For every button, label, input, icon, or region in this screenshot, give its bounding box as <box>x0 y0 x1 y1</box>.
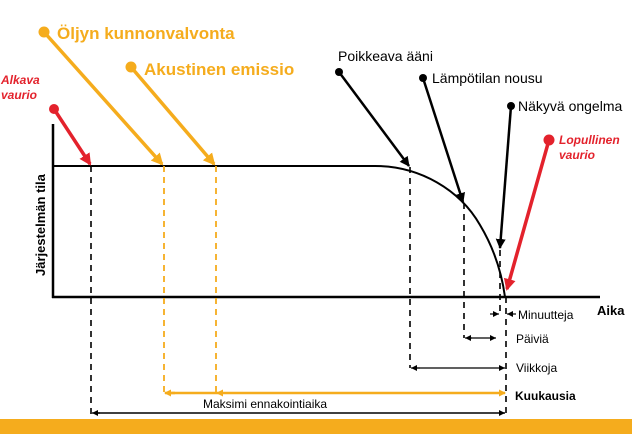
final-damage-label-line-1: Lopullinen <box>559 133 620 147</box>
temperature-rise-pointer <box>419 74 465 203</box>
temperature-rise-dot <box>419 74 427 82</box>
initial-damage-dot <box>49 104 59 114</box>
final-damage-label: Lopullinen vaurio <box>559 133 623 162</box>
initial-damage-label-line-2: vaurio <box>1 88 37 102</box>
x-axis-label: Aika <box>597 303 625 318</box>
bottom-bar <box>0 419 632 434</box>
oil-monitoring-pointer <box>38 26 164 166</box>
abnormal-sound-label: Poikkeava ääni <box>338 48 433 64</box>
abnormal-sound-pointer <box>335 68 411 167</box>
temperature-rise-label: Lämpötilan nousu <box>432 70 543 86</box>
oil-monitoring-dot <box>38 26 50 38</box>
visible-problem-label: Näkyvä ongelma <box>518 98 622 114</box>
y-axis-label: Järjestelmän tila <box>33 173 48 276</box>
initial-damage-pointer <box>49 104 92 166</box>
days-label: Päiviä <box>516 332 549 346</box>
acoustic-emission-dot <box>125 61 137 73</box>
visible-problem-pointer <box>495 102 515 249</box>
oil-monitoring-label: Öljyn kunnonvalvonta <box>57 24 235 43</box>
final-damage-label-line-2: vaurio <box>559 148 595 162</box>
initial-damage-label-line-1: Alkava <box>0 73 40 87</box>
max-prediction-label: Maksimi ennakointiaika <box>203 397 327 411</box>
acoustic-emission-label: Akustinen emissio <box>144 60 294 79</box>
months-label: Kuukausia <box>515 389 576 403</box>
weeks-label: Viikkoja <box>516 361 557 375</box>
minutes-label: Minuutteja <box>518 308 574 322</box>
condition-curve <box>53 165 506 298</box>
final-damage-pointer <box>503 134 555 291</box>
final-damage-dot <box>543 134 555 146</box>
acoustic-emission-pointer <box>125 61 216 166</box>
initial-damage-label: Alkava vaurio <box>0 73 43 102</box>
visible-problem-dot <box>507 102 515 110</box>
abnormal-sound-dot <box>335 68 343 76</box>
